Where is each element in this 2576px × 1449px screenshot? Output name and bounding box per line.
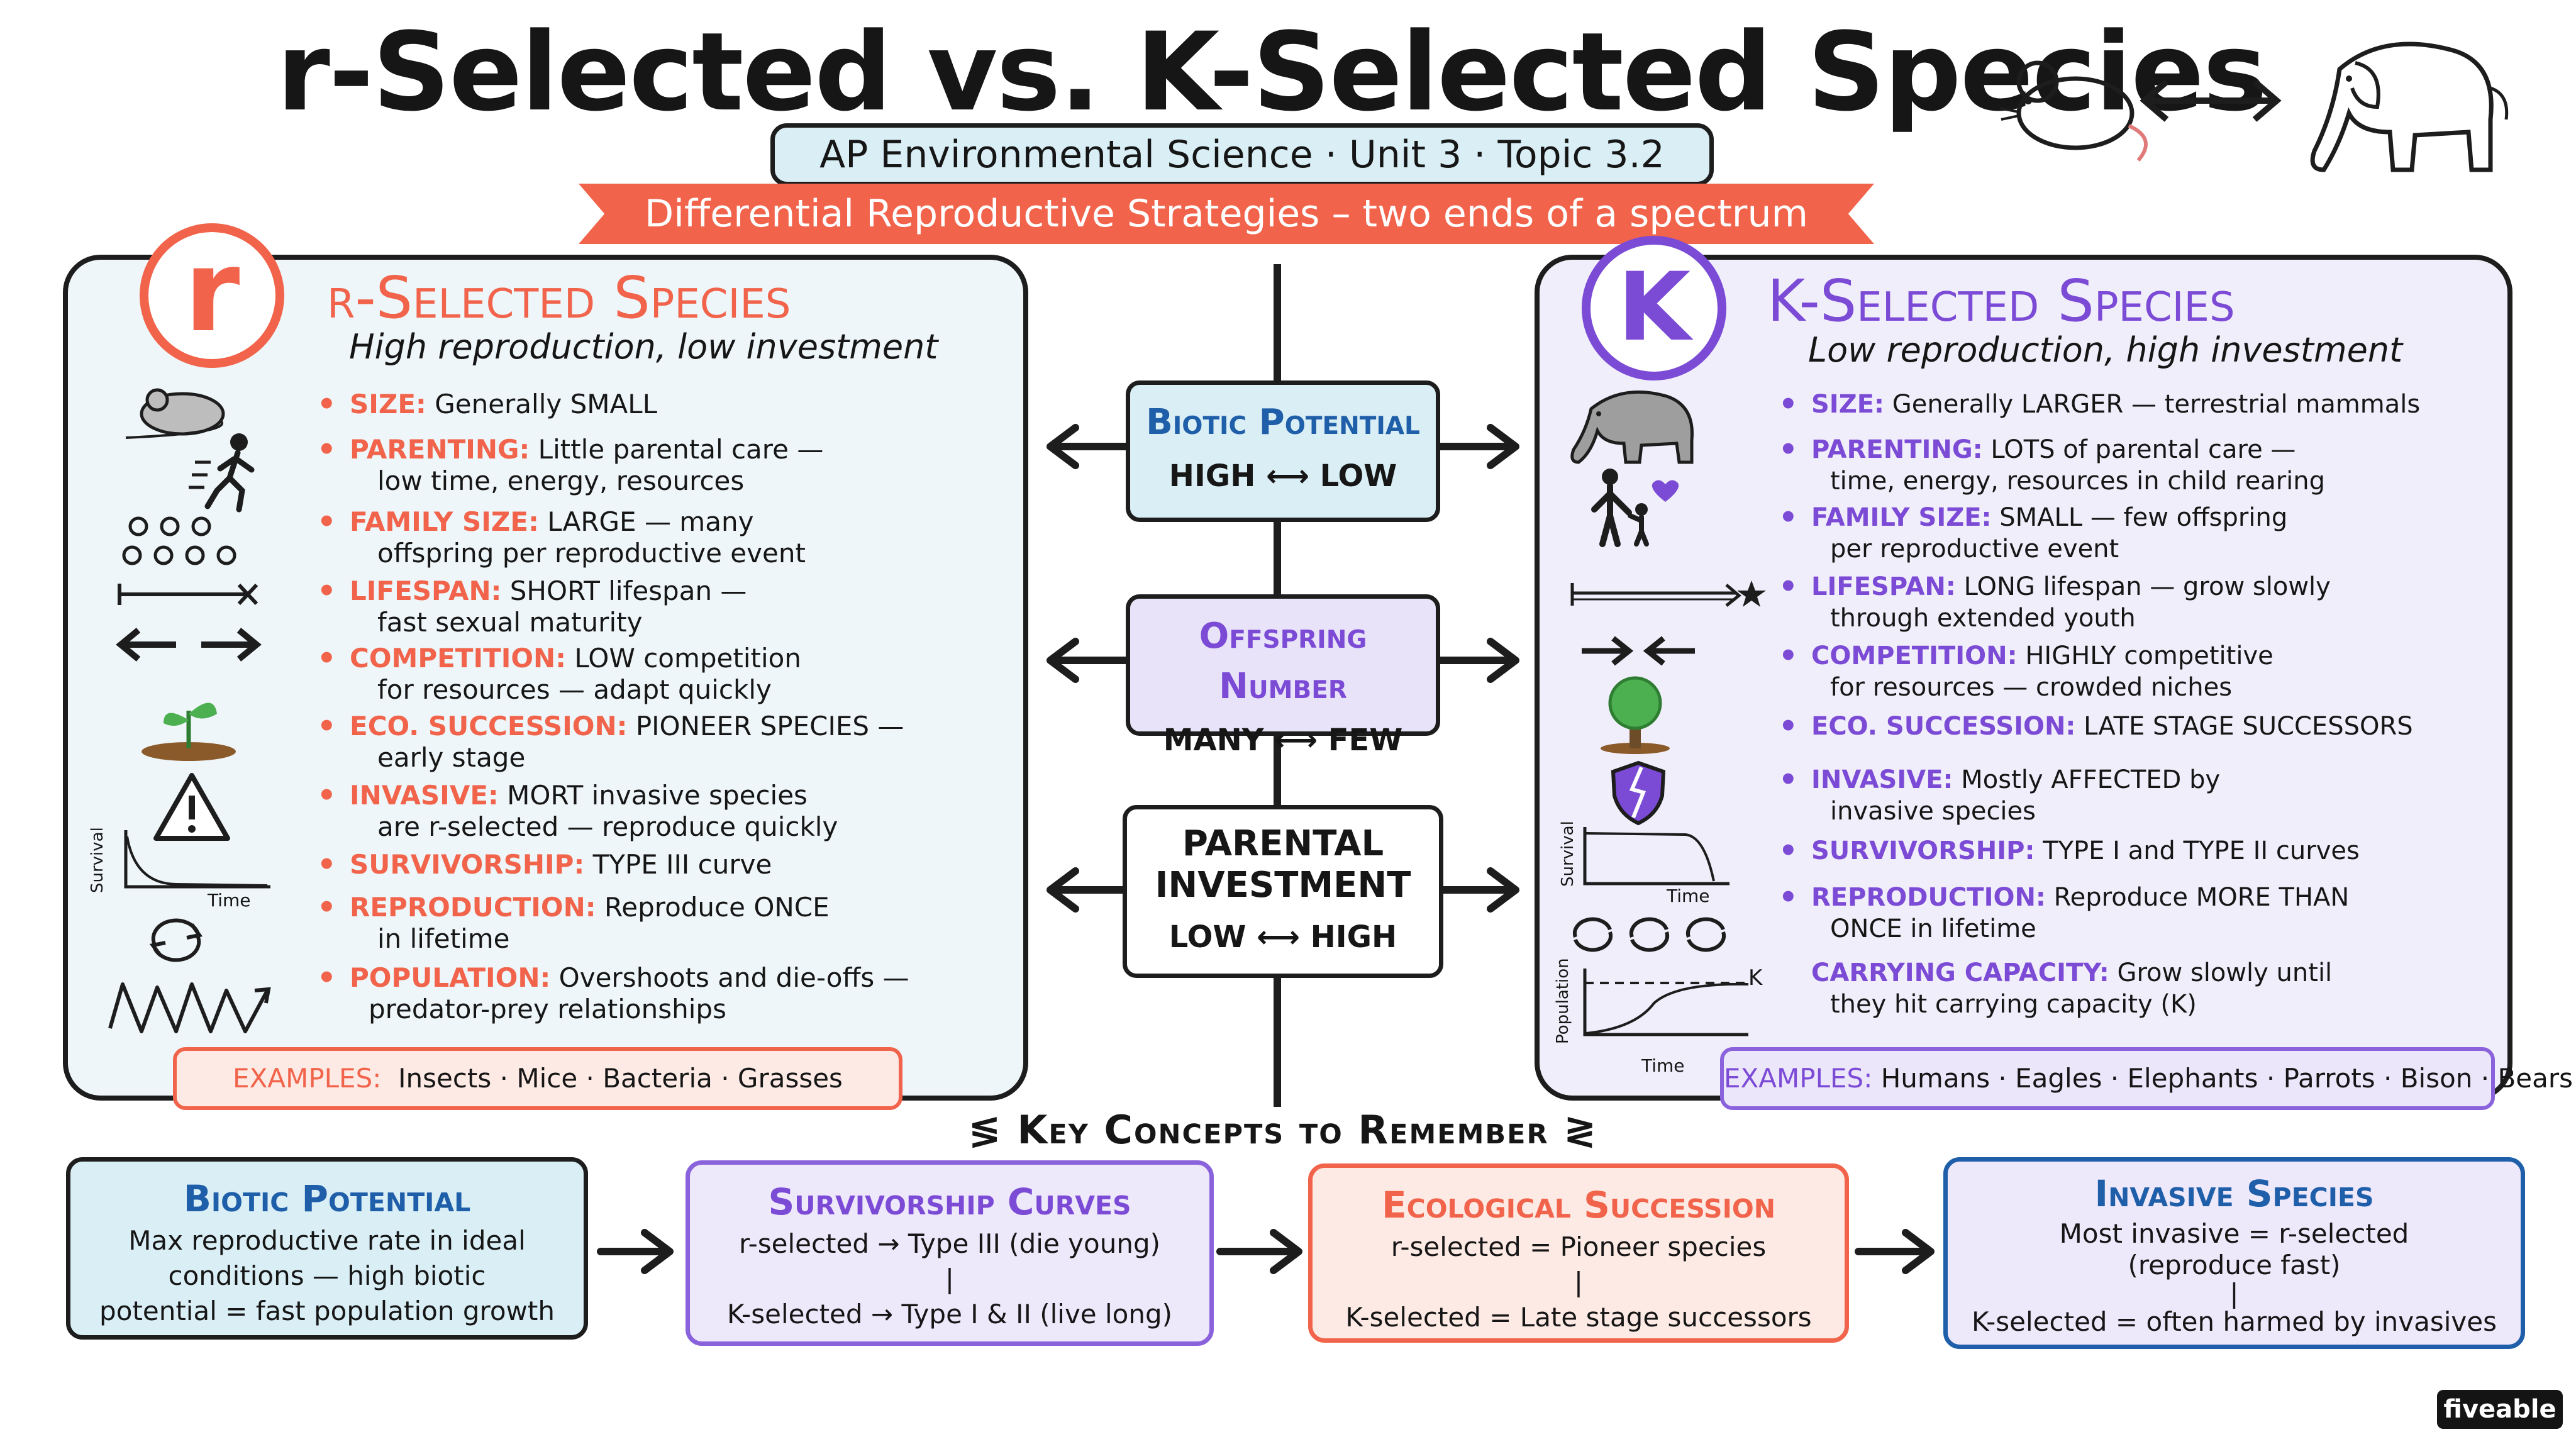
k-item: •ECO. SUCCESSION: LATE STAGE SUCCESSORS [1779, 709, 2413, 744]
k-pop-y-label: Population [1553, 958, 1572, 1044]
k-graph-y-label: Survival [1558, 821, 1577, 887]
mouse-icon [125, 388, 225, 439]
r-item: •PARENTING: Little parental care —low ti… [317, 432, 824, 496]
survivorship-type3-graph [124, 830, 270, 889]
offspring-many: MANY [1163, 723, 1264, 758]
biotic-high: HIGH [1169, 458, 1256, 494]
subtitle-box: AP Environmental Science · Unit 3 · Topi… [770, 123, 1714, 186]
concept-invasive-species: Invasive Species Most invasive = r-selec… [1943, 1157, 2525, 1349]
strategy-banner: Differential Reproductive Strategies – t… [579, 184, 1874, 244]
warning-icon [153, 773, 230, 841]
cycle-icon [149, 918, 203, 962]
offspring-few: FEW [1328, 723, 1403, 758]
r-graph-y-label: Survival [88, 827, 107, 893]
r-item: •LIFESPAN: SHORT lifespan —fast sexual m… [317, 574, 747, 638]
concept-biotic-potential: Biotic Potential Max reproductive rate i… [66, 1157, 588, 1340]
running-person-icon [189, 433, 255, 513]
r-item: •SURVIVORSHIP: TYPE III curve [317, 847, 772, 882]
key-concepts-title: ≶ Key Concepts to Remember ≷ [968, 1107, 1598, 1153]
biotic-potential-box: Biotic Potential HIGH ⟷ LOW [1126, 380, 1440, 522]
r-selected-panel [63, 255, 1028, 1101]
flow-arrows [597, 1229, 1935, 1274]
r-item: •ECO. SUCCESSION: PIONEER SPECIES —early… [317, 709, 904, 773]
r-item: •SIZE: Generally SMALL [317, 387, 658, 422]
parental-investment-title1: PARENTAL [1182, 823, 1384, 864]
r-panel-tagline: High reproduction, low investment [349, 327, 938, 367]
offspring-number-title: Offspring Number [1199, 616, 1367, 707]
sprout-icon [142, 702, 236, 761]
concept-ecological-succession: Ecological Succession r-selected = Pione… [1308, 1163, 1849, 1343]
long-timeline-icon [1570, 580, 1766, 607]
eggs-icon [122, 516, 236, 565]
elephant-icon [1570, 390, 1694, 464]
population-oscillation-icon [108, 982, 271, 1033]
short-timeline-icon [118, 583, 258, 606]
k-panel-tagline: Low reproduction, high investment [1808, 330, 2403, 370]
k-capacity-label: K [1748, 965, 1763, 991]
page-title: r-Selected vs. K-Selected Species [277, 9, 2267, 135]
fiveable-logo: fiveable [2437, 1390, 2563, 1429]
r-panel-heading: r-Selected Species [327, 264, 791, 331]
k-examples-box: EXAMPLES: Humans · Eagles · Elephants · … [1720, 1047, 2573, 1110]
broken-shield-icon [1611, 760, 1666, 826]
parent-child-icon [1591, 469, 1679, 547]
k-badge: K [1582, 236, 1726, 380]
r-graph-x-label: Time [208, 890, 251, 911]
parental-investment-box: PARENTAL INVESTMENT LOW ⟷ HIGH [1123, 805, 1443, 978]
double-arrow-icon [2140, 79, 2282, 122]
k-pop-x-label: Time [1641, 1055, 1685, 1076]
k-item: •SIZE: Generally LARGER — terrestrial ma… [1779, 387, 2421, 422]
k-graph-x-label: Time [1667, 886, 1710, 906]
mouse-icon [1999, 60, 2148, 162]
logistic-growth-graph [1583, 969, 1749, 1036]
parental-investment-title2: INVESTMENT [1155, 865, 1411, 906]
biotic-potential-title: Biotic Potential [1146, 402, 1420, 443]
converging-arrows-icon [1582, 636, 1695, 666]
parental-high: HIGH [1310, 919, 1397, 955]
r-badge: r [140, 223, 284, 368]
survivorship-type1-graph [1583, 827, 1729, 886]
k-item: •SURVIVORSHIP: TYPE I and TYPE II curves [1779, 833, 2360, 869]
center-arrows [1046, 424, 1519, 913]
biotic-low: LOW [1319, 458, 1397, 494]
k-selected-panel [1535, 255, 2512, 1101]
k-item: •PARENTING: LOTS of parental care —time,… [1779, 432, 2326, 496]
elephant-icon [2310, 42, 2509, 172]
tree-icon [1601, 676, 1670, 754]
r-examples-box: EXAMPLES: Insects · Mice · Bacteria · Gr… [173, 1047, 902, 1110]
spread-arrows-icon [116, 628, 262, 662]
offspring-number-box: Offspring Number MANY ⟷ FEW [1126, 594, 1440, 758]
parental-low: LOW [1169, 919, 1246, 955]
concept-survivorship-curves: Survivorship Curves r-selected → Type II… [686, 1160, 1214, 1346]
r-item: •POPULATION: Overshoots and die-offs —pr… [317, 960, 909, 1024]
k-panel-heading: K-Selected Species [1767, 267, 2235, 335]
cycles-icon [1572, 917, 1726, 952]
